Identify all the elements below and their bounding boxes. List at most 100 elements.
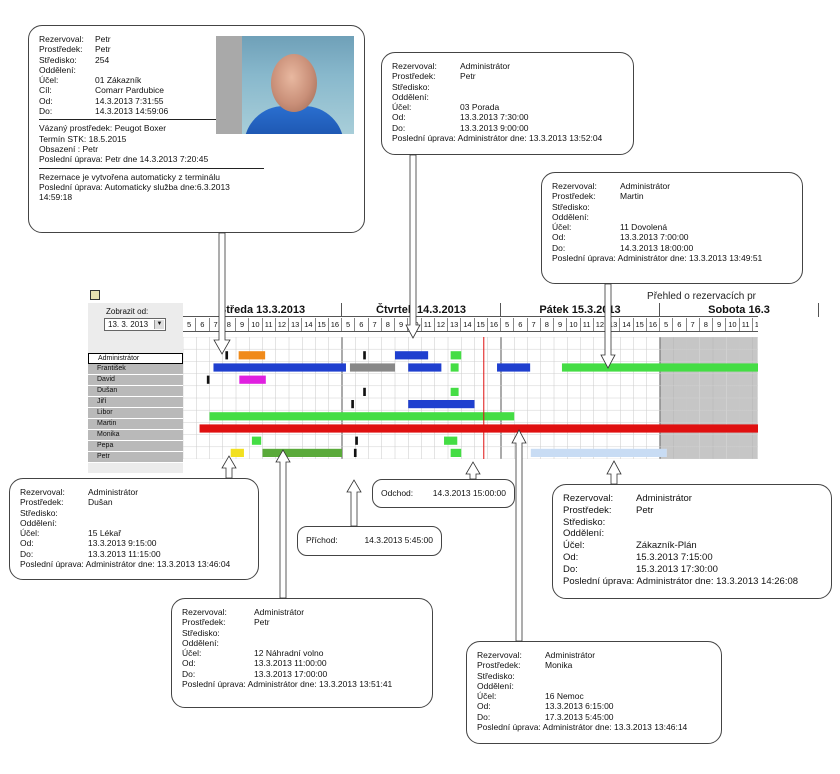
field-value: Martin — [620, 191, 644, 202]
person-row[interactable]: Petr — [88, 452, 183, 463]
field-value: Petr — [95, 44, 111, 55]
field-value: 13.3.2013 7:30:00 — [460, 112, 529, 123]
field-value: 03 Porada — [460, 102, 500, 113]
field-value: Petr — [460, 71, 476, 82]
field-value: 13.3.2013 6:15:00 — [545, 701, 614, 712]
reservation-bar — [230, 448, 244, 457]
field-label: Rezervoval: — [182, 607, 227, 617]
person-row[interactable]: Dušan — [88, 386, 183, 397]
field-label: Od: — [477, 701, 491, 712]
field-label: Účel: — [20, 528, 40, 539]
hour-header-cell: 12 — [435, 318, 448, 331]
hour-header-cell: 9 — [713, 318, 727, 331]
reservation-bar — [450, 363, 459, 372]
field-label: Do: — [182, 668, 196, 679]
field-label: Prostředek: — [39, 44, 83, 55]
field-value: 13.3.2013 11:15:00 — [88, 548, 161, 559]
field-value: 14.3.2013 7:31:55 — [95, 95, 164, 106]
hour-header-cell: 11 — [581, 318, 594, 331]
person-row[interactable]: Pepa — [88, 441, 183, 452]
hour-header-cell: 16 — [647, 318, 660, 331]
reservation-bar — [408, 400, 475, 409]
callout-row: Od: 13.3.2013 6:15:00 — [477, 701, 711, 711]
callout-row: Do:14.3.2013 18:00:00 — [552, 243, 792, 253]
field-value: Administrátor — [254, 607, 305, 617]
field-value: Administrátor — [636, 493, 692, 504]
person-row[interactable]: David — [88, 375, 183, 386]
hour-header-cell: 9 — [236, 318, 250, 331]
person-row[interactable]: Jiří — [88, 397, 183, 408]
date-select[interactable]: 13. 3. 2013 ▼ — [104, 318, 166, 331]
attendance-mark — [206, 375, 210, 384]
callout-row: Účel:Zákazník-Plán — [563, 540, 821, 552]
hour-header-cell: 12 — [594, 318, 607, 331]
field-value: 13.3.2013 11:00:00 — [254, 658, 327, 669]
field-label: Prostředek: — [552, 191, 596, 202]
callout-row: Od:13.3.2013 9:15:00 — [20, 538, 248, 548]
callout-odchod: Odchod: 14.3.2013 15:00:00 — [372, 479, 515, 508]
odchod-value: 14.3.2013 15:00:00 — [432, 488, 506, 498]
schedule-grid[interactable] — [183, 337, 758, 459]
callout-dovolena-footer: Poslední úprava: Administrátor dne: 13.3… — [552, 253, 763, 264]
field-label: Účel: — [39, 75, 59, 86]
hour-header-cell: 16 — [329, 318, 342, 331]
reservation-bar — [349, 363, 395, 372]
field-label: Prostředek: — [20, 497, 64, 508]
reservation-bar — [530, 448, 667, 457]
person-row[interactable]: Administrátor — [88, 353, 183, 364]
field-label: Rezervoval: — [39, 34, 84, 44]
callout-row: Od:15.3.2013 7:15:00 — [563, 552, 821, 564]
callout-row: Od: 13.3.2013 7:00:00 — [552, 232, 792, 242]
hour-header-cell: 8 — [382, 318, 395, 331]
person-row[interactable]: František — [88, 364, 183, 375]
field-label: Rezervoval: — [392, 61, 437, 71]
callout-row: Účel:11 Dovolená — [552, 222, 792, 232]
stk-text: Termín STK: 18.5.2015 — [39, 133, 127, 144]
field-label: Oddělení: — [20, 517, 57, 528]
field-value: 11 Dovolená — [620, 222, 668, 233]
person-row[interactable]: Libor — [88, 408, 183, 419]
linked-vehicle-text: Vázaný prostředek: Peugot Boxer — [39, 123, 167, 134]
callout-row: Středisko: — [182, 628, 422, 638]
field-label: Účel: — [477, 691, 497, 702]
person-row[interactable]: Martin — [88, 419, 183, 430]
field-value: 12 Náhradní volno — [254, 648, 324, 659]
hour-header-cell: 6 — [196, 318, 210, 331]
field-value: 14.3.2013 14:59:06 — [95, 106, 169, 117]
field-label: Do: — [477, 711, 491, 722]
callout-row: Prostředek: Martin — [552, 191, 792, 201]
hour-header-cell: 7 — [528, 318, 541, 331]
field-label: Oddělení: — [477, 680, 514, 691]
hour-header-cell: 10 — [408, 318, 422, 331]
prichod-label: Příchod: — [306, 535, 338, 545]
field-value: Administrátor — [620, 181, 671, 191]
callout-row: Rezervoval:Administrátor — [20, 487, 248, 497]
chevron-down-icon[interactable]: ▼ — [154, 320, 164, 329]
field-label: Oddělení: — [39, 64, 76, 75]
hour-header-cell: 5 — [183, 318, 197, 331]
field-label: Od: — [552, 232, 566, 243]
person-row[interactable]: Monika — [88, 430, 183, 441]
field-value: 13.3.2013 7:00:00 — [620, 232, 689, 243]
callout-row: Oddělení: — [563, 528, 821, 540]
callout-row: Středisko: — [392, 82, 623, 92]
hour-header-cell: 14 — [302, 318, 316, 331]
callout-porada-footer: Poslední úprava: Administrátor dne: 13.3… — [392, 133, 603, 144]
attendance-mark — [225, 351, 229, 360]
hour-header-cell: 5 — [501, 318, 515, 331]
attendance-mark — [363, 387, 366, 396]
field-label: Rezervoval: — [477, 650, 522, 660]
field-value: 01 Zákazník — [95, 75, 142, 86]
callout-row: Oddělení: — [477, 681, 711, 691]
field-label: Od: — [39, 95, 53, 106]
reservation-bar — [497, 363, 531, 372]
callout-nahradni-footer: Poslední úprava: Administrátor dne: 13.3… — [182, 679, 393, 690]
field-label: Středisko: — [552, 201, 590, 212]
field-label: Středisko: — [182, 627, 220, 638]
hour-header-cell: 13 — [607, 318, 621, 331]
callout-row: Prostředek: Petr — [39, 44, 354, 54]
